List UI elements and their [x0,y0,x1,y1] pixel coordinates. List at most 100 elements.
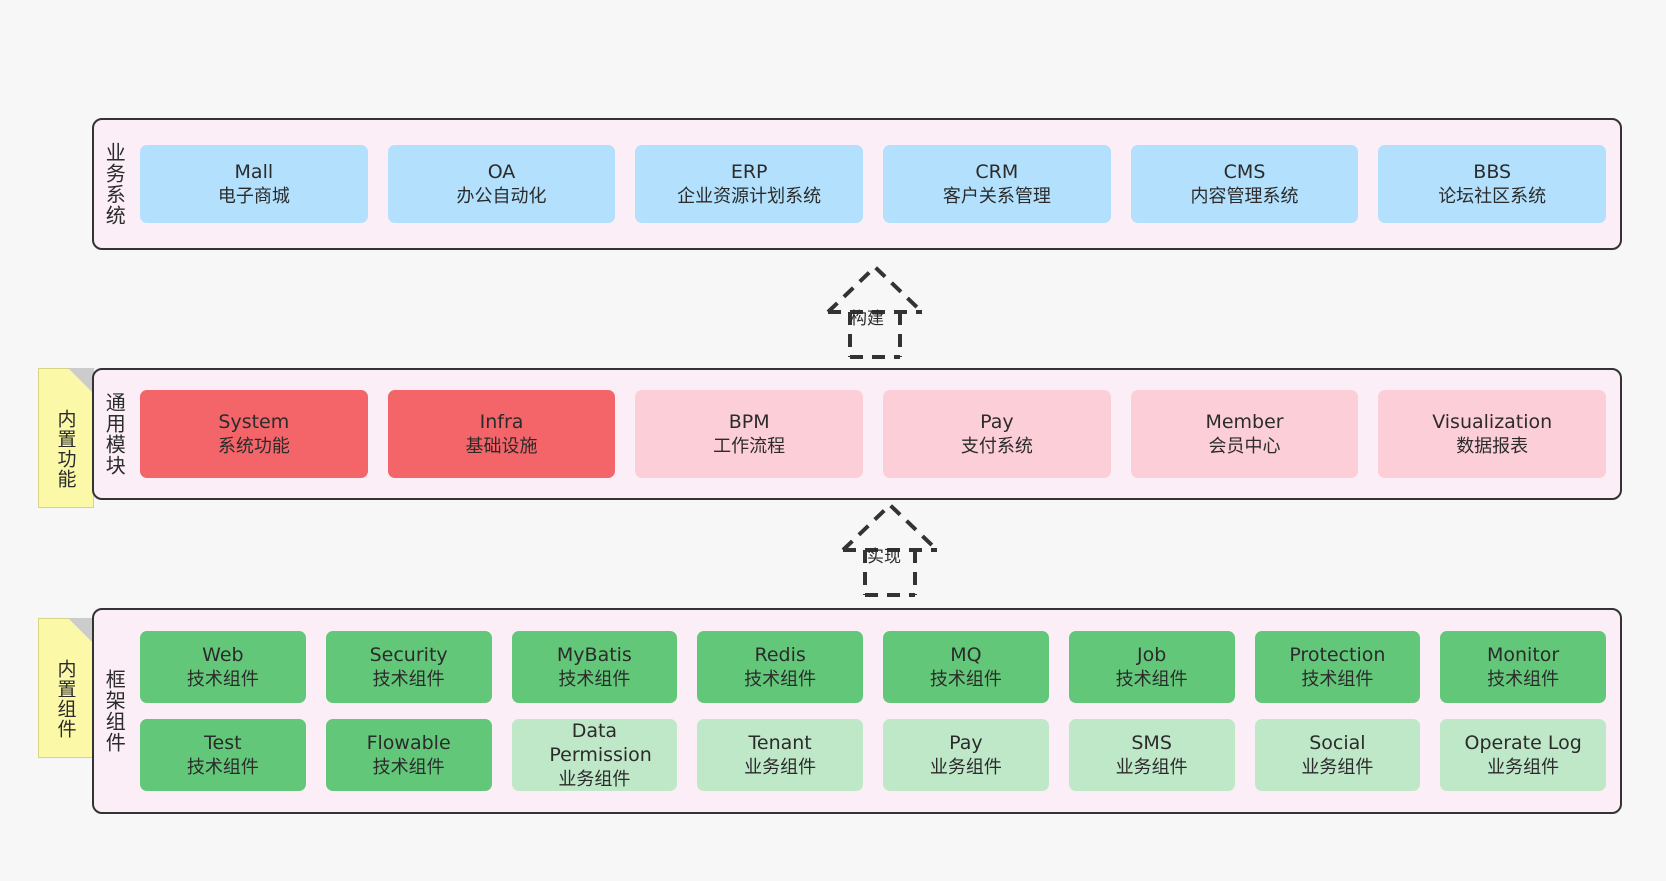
box-web-desc: 技术组件 [186,668,259,690]
box-bpm[interactable]: BPM 工作流程 [635,390,864,478]
build-arrow-stem [848,312,902,359]
layer-business: 业务系统 Mall 电子商城 OA 办公自动化 ERP 企业资源计划系统 CRM… [92,118,1622,250]
box-erp-name: ERP [730,161,768,184]
box-crm-name: CRM [975,161,1019,184]
box-member-desc: 会员中心 [1208,435,1281,457]
box-tenant[interactable]: Tenant 业务组件 [697,719,863,791]
box-visualization[interactable]: Visualization 数据报表 [1378,390,1607,478]
box-bpm-desc: 工作流程 [713,435,786,457]
box-cms-desc: 内容管理系统 [1190,185,1299,207]
box-visualization-name: Visualization [1432,411,1553,434]
box-visualization-desc: 数据报表 [1456,435,1529,457]
box-pay-component-name: Pay [949,732,983,755]
box-protection-desc: 技术组件 [1301,668,1374,690]
box-bbs-name: BBS [1473,161,1512,184]
box-mybatis[interactable]: MyBatis 技术组件 [511,631,678,703]
box-sms-desc: 业务组件 [1115,756,1188,778]
layer-framework-body: Web 技术组件 Security 技术组件 MyBatis 技术组件 Redi… [134,610,1620,812]
box-test[interactable]: Test 技术组件 [140,719,306,791]
box-infra-name: Infra [479,411,524,434]
box-job[interactable]: Job 技术组件 [1068,631,1235,703]
box-operate-log-name: Operate Log [1464,732,1582,755]
box-web-name: Web [202,644,244,667]
box-mybatis-name: MyBatis [556,644,632,667]
box-oa[interactable]: OA 办公自动化 [387,145,616,223]
layer-business-title: 业务系统 [102,142,127,226]
note-builtin-components-label: 内置组件 [54,659,77,739]
connector-implement: 实现 [815,500,965,598]
box-tenant-desc: 业务组件 [744,756,817,778]
box-mall-name: Mall [234,161,274,184]
box-erp[interactable]: ERP 企业资源计划系统 [635,145,864,223]
box-test-desc: 技术组件 [186,756,259,778]
box-protection[interactable]: Protection 技术组件 [1254,631,1421,703]
box-system[interactable]: System 系统功能 [140,390,368,478]
box-cms[interactable]: CMS 内容管理系统 [1130,145,1359,223]
box-infra-desc: 基础设施 [465,435,538,457]
box-job-name: Job [1136,644,1167,667]
note-fold-corner-icon [68,368,94,394]
box-job-desc: 技术组件 [1115,668,1188,690]
box-monitor-desc: 技术组件 [1487,668,1560,690]
box-member[interactable]: Member 会员中心 [1130,390,1359,478]
box-data-permission-name: Data Permission [549,720,652,767]
box-crm-desc: 客户关系管理 [942,185,1051,207]
box-social[interactable]: Social 业务组件 [1254,719,1421,791]
box-mq-name: MQ [950,644,982,667]
box-mybatis-desc: 技术组件 [558,668,631,690]
box-monitor[interactable]: Monitor 技术组件 [1440,631,1606,703]
box-erp-desc: 企业资源计划系统 [677,185,822,207]
box-test-name: Test [204,732,242,755]
box-security-desc: 技术组件 [372,668,445,690]
box-system-desc: 系统功能 [217,435,290,457]
box-flowable-name: Flowable [366,732,451,755]
box-infra[interactable]: Infra 基础设施 [387,390,616,478]
layer-modules-title: 通用模块 [102,392,127,476]
box-tenant-name: Tenant [748,732,812,755]
layer-modules-body: System 系统功能 Infra 基础设施 BPM 工作流程 Pay 支付系统… [134,370,1620,498]
box-bbs-desc: 论坛社区系统 [1438,185,1547,207]
box-bbs[interactable]: BBS 论坛社区系统 [1378,145,1607,223]
box-mall-desc: 电子商城 [217,185,290,207]
box-bpm-name: BPM [728,411,770,434]
layer-framework-title: 框架组件 [102,669,127,753]
box-security-name: Security [369,644,448,667]
layer-modules: 通用模块 System 系统功能 Infra 基础设施 BPM 工作流程 Pay… [92,368,1622,500]
note-fold-corner-icon [68,618,94,644]
box-redis-name: Redis [754,644,806,667]
box-sms-name: SMS [1131,732,1172,755]
box-monitor-name: Monitor [1487,644,1560,667]
box-pay-module[interactable]: Pay 支付系统 [883,390,1111,478]
layer-framework-row-technical: Web 技术组件 Security 技术组件 MyBatis 技术组件 Redi… [140,631,1606,703]
box-cms-name: CMS [1223,161,1266,184]
box-crm[interactable]: CRM 客户关系管理 [883,145,1111,223]
box-mall[interactable]: Mall 电子商城 [140,145,368,223]
box-pay-module-name: Pay [980,411,1014,434]
box-member-name: Member [1205,411,1284,434]
box-pay-component-desc: 业务组件 [929,756,1002,778]
implement-arrow-stem [863,550,917,597]
layer-business-row: Mall 电子商城 OA 办公自动化 ERP 企业资源计划系统 CRM 客户关系… [140,145,1607,223]
box-redis[interactable]: Redis 技术组件 [697,631,863,703]
box-pay-module-desc: 支付系统 [960,435,1033,457]
note-builtin-features-label: 内置功能 [54,409,77,489]
box-redis-desc: 技术组件 [744,668,817,690]
box-security[interactable]: Security 技术组件 [325,631,492,703]
box-sms[interactable]: SMS 业务组件 [1068,719,1235,791]
box-operate-log[interactable]: Operate Log 业务组件 [1440,719,1606,791]
box-data-permission-desc: 业务组件 [558,768,631,790]
box-flowable[interactable]: Flowable 技术组件 [325,719,492,791]
note-builtin-features: 内置功能 [38,368,94,508]
connector-implement-label: 实现 [867,547,901,567]
layer-framework: 框架组件 Web 技术组件 Security 技术组件 MyBatis 技术组件… [92,608,1622,814]
box-data-permission[interactable]: Data Permission 业务组件 [511,719,678,791]
box-web[interactable]: Web 技术组件 [140,631,306,703]
box-system-name: System [218,411,290,434]
box-mq[interactable]: MQ 技术组件 [883,631,1049,703]
box-social-desc: 业务组件 [1301,756,1374,778]
box-flowable-desc: 技术组件 [372,756,445,778]
box-social-name: Social [1309,732,1366,755]
box-pay-component[interactable]: Pay 业务组件 [883,719,1049,791]
box-operate-log-desc: 业务组件 [1487,756,1560,778]
